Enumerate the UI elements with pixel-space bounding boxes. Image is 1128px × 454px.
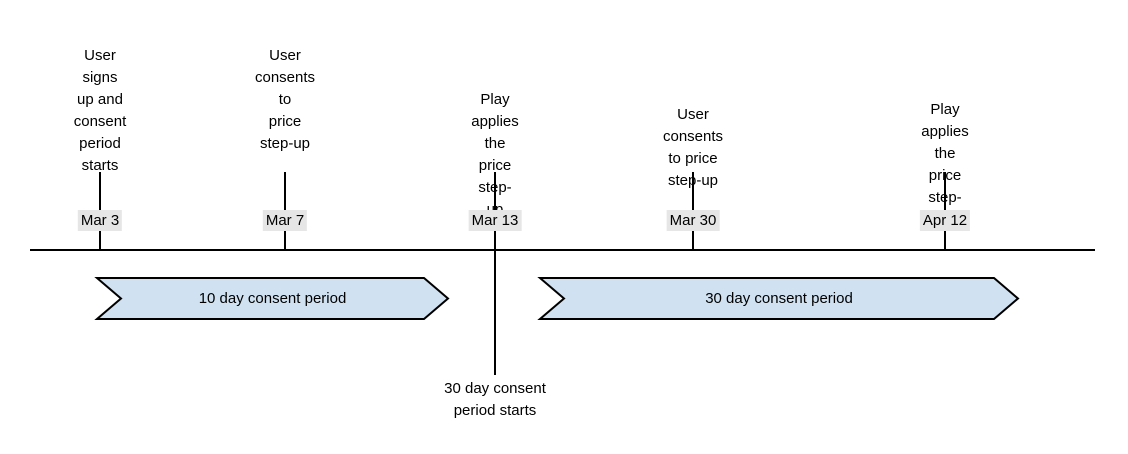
consent-period-banner: 30 day consent period [537, 277, 1020, 320]
banner-chevron-shape [537, 277, 1020, 320]
event-caption: User signs up and consent period starts [73, 47, 127, 174]
drop-marker-line [494, 250, 496, 375]
event-date-chip: Mar 30 [666, 210, 720, 231]
event-date-chip: Mar 13 [468, 210, 522, 231]
event-date-chip: Mar 7 [262, 210, 308, 231]
event-date-chip: Apr 12 [919, 210, 971, 231]
event-caption: User consents to price step-up [254, 47, 316, 152]
timeline-axis-line [30, 249, 1095, 251]
consent-period-banner: 10 day consent period [94, 277, 450, 320]
event-caption: Play applies the price step-up [471, 91, 519, 218]
event-date-chip: Mar 3 [77, 210, 123, 231]
banner-chevron-shape [94, 277, 450, 320]
drop-marker-label: 30 day consent period starts [444, 380, 546, 419]
